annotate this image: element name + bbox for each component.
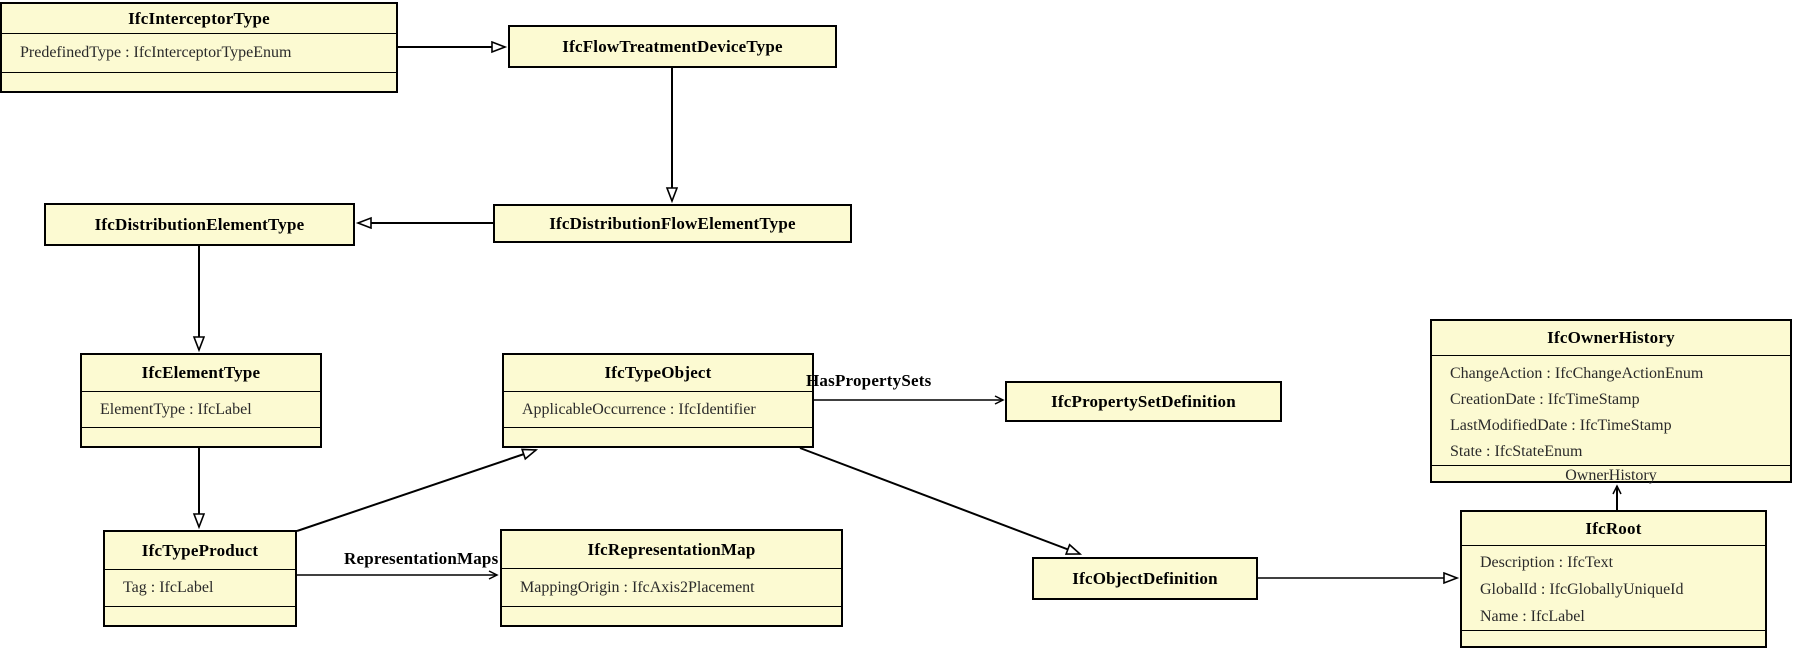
- class-ifcroot: IfcRoot Description : IfcText GlobalId :…: [1460, 510, 1767, 648]
- class-attribute: Description : IfcText: [1480, 554, 1614, 571]
- class-attribute: ApplicableOccurrence : IfcIdentifier: [522, 400, 756, 418]
- class-attribute: ChangeAction : IfcChangeActionEnum: [1450, 365, 1704, 382]
- class-title: IfcRoot: [1585, 518, 1642, 538]
- inverse-compartment: [504, 427, 812, 446]
- class-ifcdistributionflowelementtype: IfcDistributionFlowElementType: [493, 204, 852, 243]
- class-title: IfcPropertySetDefinition: [1051, 391, 1236, 411]
- class-ifctypeobject: IfcTypeObject ApplicableOccurrence : Ifc…: [502, 353, 814, 448]
- inverse-compartment: [1462, 630, 1765, 649]
- class-title: IfcFlowTreatmentDeviceType: [562, 36, 783, 56]
- class-title: IfcObjectDefinition: [1072, 568, 1218, 588]
- edge-typeproduct-to-typeobject: [296, 450, 536, 532]
- class-ifcobjectdefinition: IfcObjectDefinition: [1032, 557, 1258, 600]
- class-title: IfcDistributionElementType: [94, 214, 305, 234]
- class-title: IfcTypeObject: [604, 363, 712, 382]
- class-attribute: ElementType : IfcLabel: [100, 400, 252, 418]
- class-ifcrepresentationmap: IfcRepresentationMap MappingOrigin : Ifc…: [500, 529, 843, 627]
- class-ifcelementtype: IfcElementType ElementType : IfcLabel: [80, 353, 322, 448]
- assoc-label-representationmaps: RepresentationMaps: [344, 549, 499, 568]
- class-attribute: CreationDate : IfcTimeStamp: [1450, 391, 1640, 408]
- class-ifcinterceptortype: IfcInterceptorType PredefinedType : IfcI…: [0, 2, 398, 93]
- assoc-label-haspropertysets: HasPropertySets: [806, 371, 932, 390]
- inverse-compartment: [105, 606, 295, 625]
- class-attribute: Tag : IfcLabel: [123, 579, 214, 596]
- class-title: IfcDistributionFlowElementType: [549, 213, 796, 233]
- class-title: IfcInterceptorType: [128, 8, 270, 28]
- class-ifcpropertysetdefinition: IfcPropertySetDefinition: [1005, 381, 1282, 422]
- class-title: IfcElementType: [141, 363, 261, 382]
- class-attribute: LastModifiedDate : IfcTimeStamp: [1450, 417, 1672, 434]
- inverse-compartment: [502, 606, 841, 625]
- class-title: IfcRepresentationMap: [587, 539, 756, 559]
- class-attribute: PredefinedType : IfcInterceptorTypeEnum: [20, 44, 292, 61]
- class-ifcownerhistory: IfcOwnerHistory ChangeAction : IfcChange…: [1430, 319, 1792, 485]
- class-attribute: State : IfcStateEnum: [1450, 443, 1583, 460]
- class-attribute: Name : IfcLabel: [1480, 608, 1585, 625]
- class-ifcflowtreatmentdevicetype: IfcFlowTreatmentDeviceType: [508, 25, 837, 68]
- class-title: IfcTypeProduct: [141, 540, 259, 560]
- class-ifctypeproduct: IfcTypeProduct Tag : IfcLabel: [103, 530, 297, 627]
- inverse-attribute-ownerhistory: OwnerHistory: [1432, 465, 1790, 485]
- class-ifcdistributionelementtype: IfcDistributionElementType: [44, 203, 355, 246]
- class-attribute: GlobalId : IfcGloballyUniqueId: [1480, 581, 1684, 598]
- inverse-compartment: [2, 72, 396, 91]
- inverse-compartment: [82, 427, 320, 446]
- class-title: IfcOwnerHistory: [1547, 328, 1675, 347]
- class-attribute: MappingOrigin : IfcAxis2Placement: [520, 578, 755, 596]
